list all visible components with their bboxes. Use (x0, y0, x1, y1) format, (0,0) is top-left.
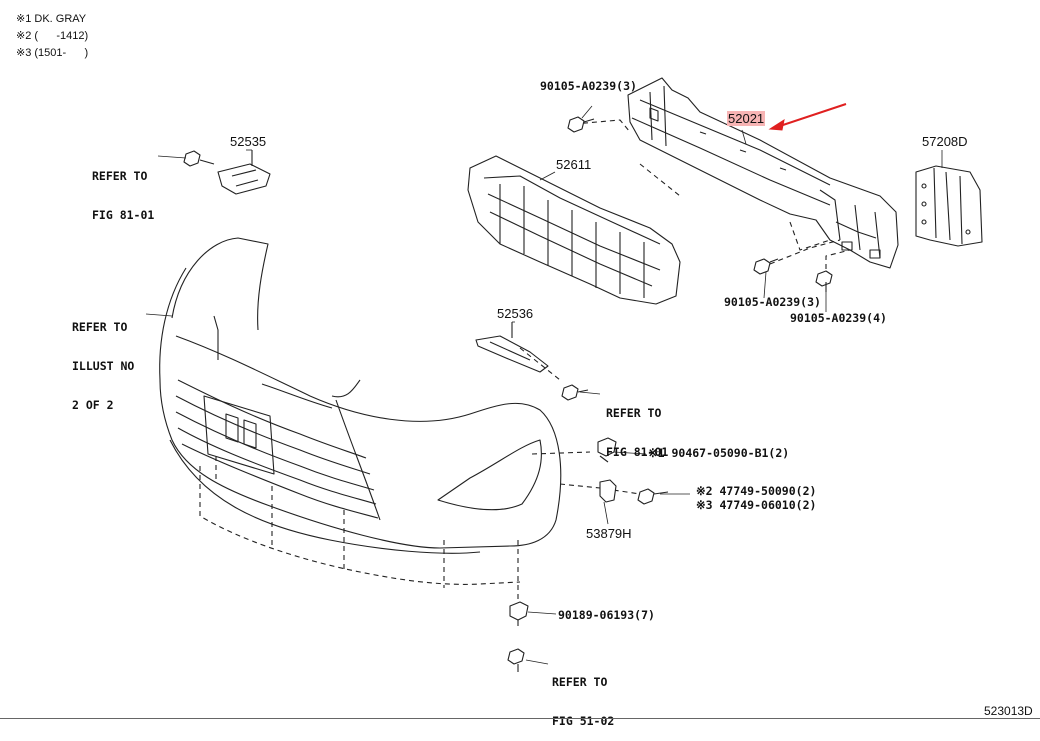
note-2: ※2 ( -1412) (16, 30, 89, 42)
part-57208d[interactable]: 57208D (922, 134, 968, 149)
bolt-icon (753, 258, 771, 275)
bolt-icon (183, 150, 201, 167)
bolt-icon (561, 384, 579, 401)
part-53879h[interactable]: 53879H (586, 526, 632, 541)
center-bracket-52611 (467, 155, 681, 305)
refer-line: REFER TO (72, 320, 128, 334)
bolt-icon (507, 648, 525, 665)
bottom-rule (0, 718, 1040, 719)
bolt-90105-mid[interactable]: 90105-A0239(3) (724, 295, 821, 309)
part-52021[interactable]: 52021 (727, 111, 766, 126)
bolt-icon (637, 488, 655, 505)
retainer-52535 (217, 150, 271, 195)
note-3: ※3 (1501- ) (16, 47, 89, 59)
bumper-reinforcement-beam (627, 77, 899, 269)
clip-90467[interactable]: ※1 90467-05090-B1(2) (648, 446, 790, 460)
refer-line: ILLUST NO (72, 359, 135, 373)
part-52536[interactable]: 52536 (497, 306, 534, 321)
refer-fig-81-01-bottom[interactable]: REFER TO FIG 81-01 (606, 381, 668, 472)
part-52611[interactable]: 52611 (556, 157, 592, 172)
clip-icon (599, 479, 617, 503)
part-52535[interactable]: 52535 (230, 134, 267, 149)
refer-line: REFER TO (606, 406, 662, 420)
clip-47749-a[interactable]: ※2 47749-50090(2) (696, 484, 817, 498)
bolt-90105-top[interactable]: 90105-A0239(3) (540, 79, 637, 93)
refer-line: REFER TO (552, 675, 608, 689)
part-52021-label: 52021 (727, 111, 766, 126)
refer-line: 2 OF 2 (72, 398, 114, 412)
retainer-52536 (475, 322, 549, 373)
refer-line: FIG 81-01 (92, 208, 155, 222)
bolt-90105-low[interactable]: 90105-A0239(4) (790, 311, 887, 325)
refer-fig-81-01-top[interactable]: REFER TO FIG 81-01 (92, 144, 154, 235)
refer-line: FIG 81-01 (606, 445, 669, 459)
bracket-57208d (915, 165, 983, 247)
diagram-id: 523013D (984, 704, 1033, 718)
refer-illust-2-of-2[interactable]: REFER TO ILLUST NO 2 OF 2 (72, 295, 134, 425)
refer-fig-51-02[interactable]: REFER TO FIG 51-02 (552, 650, 614, 741)
bumper-cover (159, 237, 562, 604)
refer-line: REFER TO (92, 169, 148, 183)
bolt-icon (815, 270, 833, 287)
red-arrow-icon (768, 103, 847, 131)
note-1: ※1 DK. GRAY (16, 13, 87, 25)
parts-diagram (145, 77, 983, 672)
clip-47749-b[interactable]: ※3 47749-06010(2) (696, 498, 817, 512)
clip-90189[interactable]: 90189-06193(7) (558, 608, 655, 622)
clip-icon (509, 601, 529, 621)
bolt-icon (567, 116, 585, 133)
